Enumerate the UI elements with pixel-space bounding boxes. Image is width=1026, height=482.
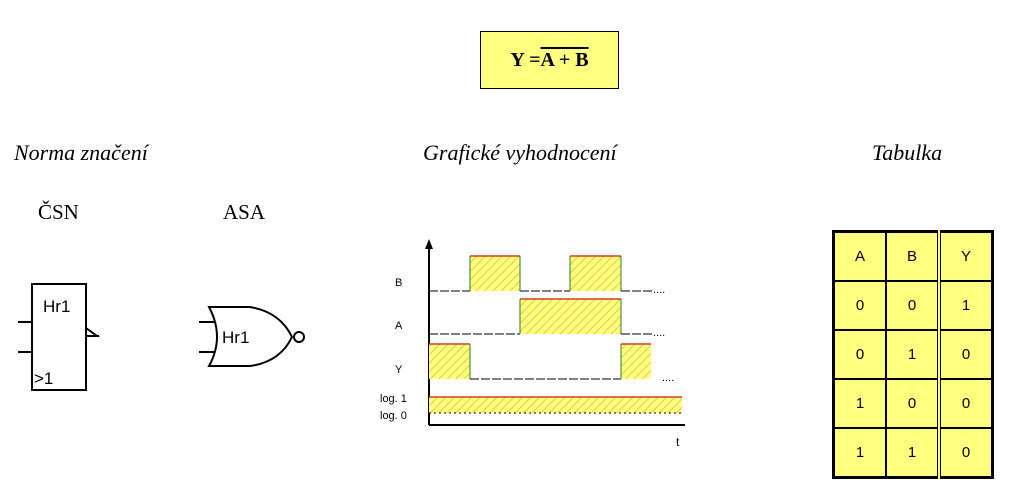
asa-negation-bubble [293,331,305,343]
cell-a: 0 [832,329,887,380]
waveform-y: .... [429,343,674,384]
cell-y: 0 [937,378,994,429]
b-ellipsis: .... [653,284,665,296]
level-band [429,397,682,413]
formula-box: Y = A + B [480,31,619,89]
asa-nor-gate-symbol: Hr1 [199,306,305,367]
csn-function: >1 [34,369,53,388]
truth-table: A B Y 0 0 1 0 1 0 1 0 0 1 1 0 [832,230,994,479]
table-row: 1 1 0 [832,427,994,479]
csn-negation-mark [85,327,101,337]
asa-title: ASA [223,200,266,224]
heading-tabulka: Tabulka [872,140,943,165]
header-y: Y [937,230,994,282]
cell-b: 0 [885,378,940,429]
heading-graficke: Grafické vyhodnocení [423,140,617,165]
cell-y: 0 [937,329,994,380]
signal-label-y: Y [395,364,403,376]
cell-y: 0 [937,427,994,479]
cell-b: 1 [885,427,940,479]
signal-label-b: B [395,277,402,289]
asa-gate-body [207,306,294,367]
waveform-a: .... [429,298,665,339]
truth-table-header: A B Y [832,230,994,282]
signal-label-a: A [395,320,403,332]
table-row: 0 1 0 [832,329,994,380]
csn-gate-symbol: Hr1 >1 [18,283,101,391]
table-row: 1 0 0 [832,378,994,429]
header-b: B [885,230,940,282]
y-pulse-2 [621,344,651,379]
cell-a: 0 [832,280,887,331]
heading-norma: Norma značení [14,140,148,165]
time-axis-label: t [676,435,680,449]
y-pulse-1 [429,344,470,379]
csn-label: Hr1 [43,297,70,316]
csn-gate-body [31,283,87,391]
cell-a: 1 [832,378,887,429]
y-ellipsis: .... [662,372,674,384]
cell-y: 1 [937,280,994,331]
asa-label: Hr1 [222,328,249,347]
level-label-0: log. 0 [380,410,407,422]
waveform-b: .... [429,255,665,296]
table-row: 0 0 1 [832,280,994,331]
timing-diagram: t B A Y log. 1 log. 0 .... .... [380,239,685,449]
formula-overlined: A + B [540,48,589,71]
header-a: A [832,230,887,282]
cell-a: 1 [832,427,887,479]
formula-lhs: Y = [510,48,541,71]
y-axis-arrow [425,239,433,249]
cell-b: 0 [885,280,940,331]
b-pulse-2 [570,256,621,291]
b-pulse-1 [470,256,520,291]
cell-b: 1 [885,329,940,380]
a-pulse [520,299,621,334]
level-label-1: log. 1 [380,393,407,405]
a-ellipsis: .... [653,327,665,339]
csn-title: ČSN [38,200,79,224]
